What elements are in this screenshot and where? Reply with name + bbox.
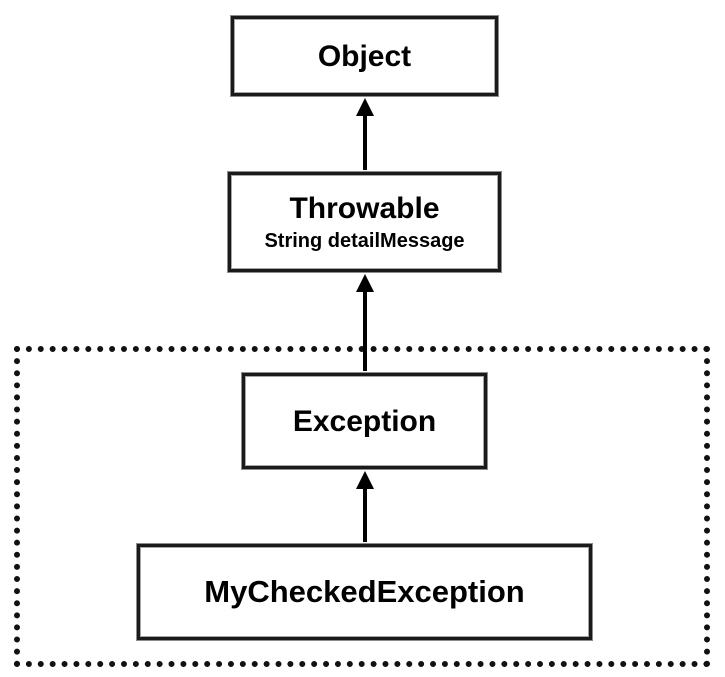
- class-name: Throwable: [289, 191, 440, 225]
- class-name: Exception: [292, 404, 437, 438]
- class-node-exception: Exception: [242, 373, 487, 469]
- class-name: MyCheckedException: [204, 573, 525, 609]
- class-node-my-checked-exception: MyCheckedException: [137, 544, 592, 640]
- class-field: String detailMessage: [264, 229, 465, 252]
- checked-exception-group: [14, 346, 710, 667]
- arrow-throwable-to-object: [356, 98, 374, 170]
- class-node-throwable: Throwable String detailMessage: [228, 172, 501, 272]
- class-node-object: Object: [231, 16, 498, 96]
- class-name: Object: [317, 39, 412, 73]
